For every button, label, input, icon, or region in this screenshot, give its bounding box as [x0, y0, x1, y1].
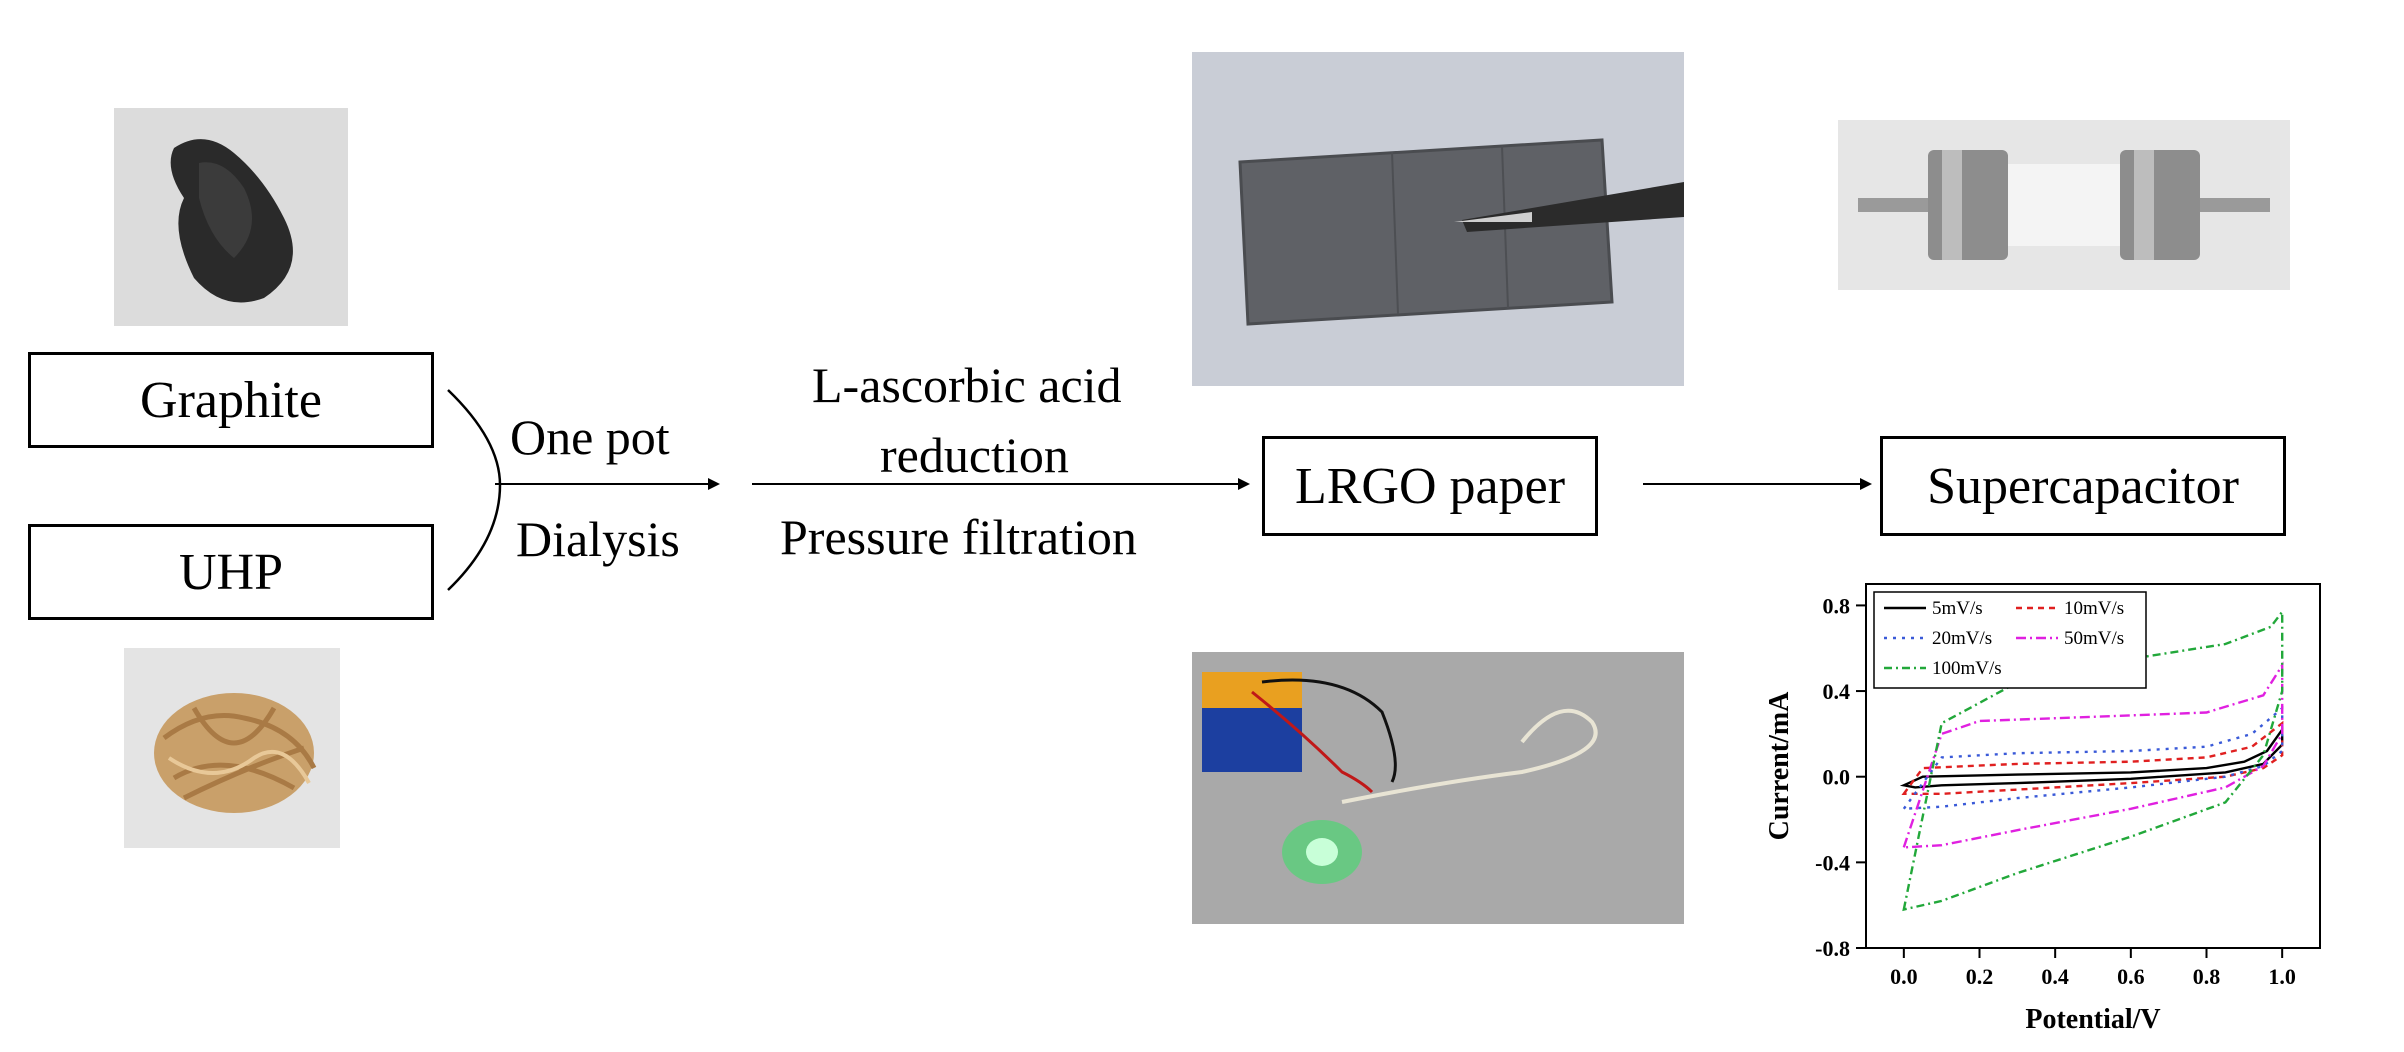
step2-line2: reduction	[880, 427, 1069, 483]
legend-entry: 20mV/s	[1932, 628, 1992, 649]
uhp-box: UHP	[28, 524, 434, 620]
uhp-photo	[124, 648, 340, 848]
x-tick-label: 0.0	[1890, 964, 1918, 989]
supercapacitor-box: Supercapacitor	[1880, 436, 2286, 536]
step1-line2: Dialysis	[516, 511, 680, 567]
legend-entry: 50mV/s	[2064, 628, 2124, 649]
y-tick-label: 0.8	[1823, 593, 1851, 618]
x-tick-label: 1.0	[2268, 964, 2296, 989]
lrgo-paper-box: LRGO paper	[1262, 436, 1598, 536]
graphite-box: Graphite	[28, 352, 434, 448]
legend-entry: 100mV/s	[1932, 658, 2002, 679]
x-axis-label: Potential/V	[2025, 1004, 2160, 1035]
legend-entry: 5mV/s	[1932, 598, 1983, 619]
lrgo-paper-photo	[1192, 52, 1684, 386]
series-line	[1902, 661, 2284, 849]
y-tick-label: 0.0	[1823, 765, 1851, 790]
supercapacitor-label: Supercapacitor	[1927, 457, 2239, 515]
x-tick-label: 0.6	[2117, 964, 2145, 989]
graphite-label: Graphite	[140, 371, 322, 429]
led-demo-photo	[1192, 652, 1684, 924]
step2-line1: L-ascorbic acid	[812, 357, 1122, 413]
uhp-label: UHP	[178, 543, 284, 601]
x-tick-label: 0.4	[2041, 964, 2069, 989]
y-tick-label: -0.8	[1815, 936, 1850, 961]
lrgo-paper-label: LRGO paper	[1294, 457, 1566, 515]
step2-line3: Pressure filtration	[780, 509, 1137, 565]
plot-frame	[1865, 583, 2321, 949]
legend-entry: 10mV/s	[2064, 598, 2124, 619]
y-tick-label: -0.4	[1815, 850, 1850, 875]
y-tick-label: 0.4	[1823, 679, 1851, 704]
step1-line1: One pot	[510, 409, 670, 465]
graphite-photo	[114, 108, 348, 326]
merge-bracket	[447, 389, 502, 591]
y-axis-label: Current/mA	[1764, 691, 1795, 841]
x-tick-label: 0.2	[1966, 964, 1994, 989]
series-line	[1901, 705, 2284, 811]
supercapacitor-photo	[1838, 120, 2290, 290]
x-tick-label: 0.8	[2193, 964, 2221, 989]
series-line	[1899, 725, 2284, 789]
series-line	[1901, 720, 2284, 795]
